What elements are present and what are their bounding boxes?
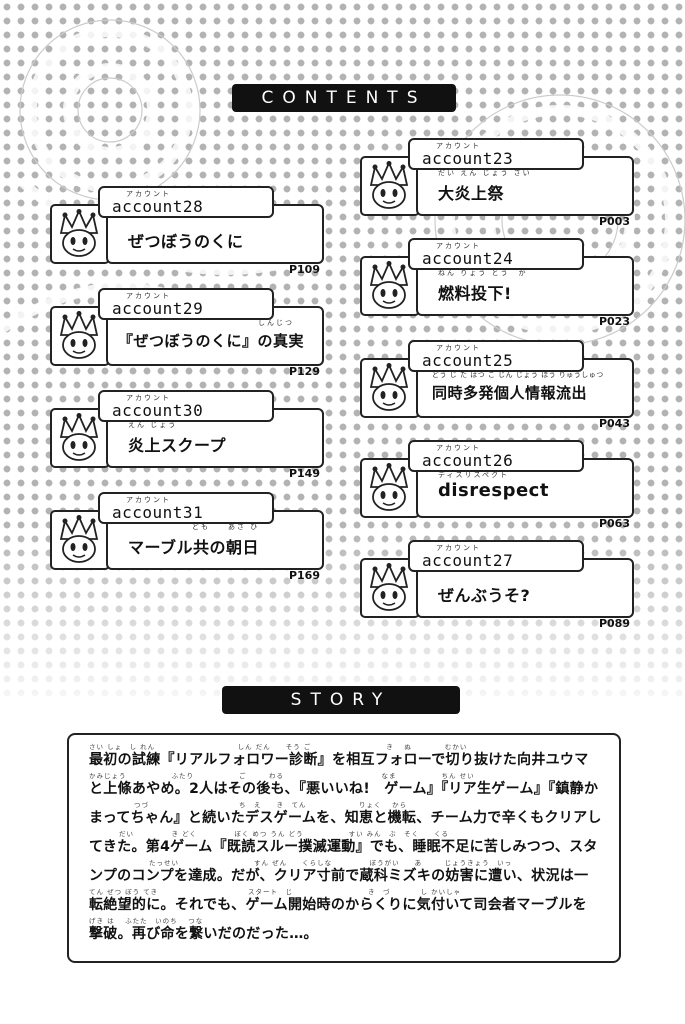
toc-entry-account24[interactable]: ねん りょう とう か 燃料投下! アカウント account24 P023 (360, 238, 634, 328)
chapter-title: 大炎上祭 (438, 184, 505, 203)
page-number: P109 (288, 263, 320, 276)
title-ruby: だい えん じょう さい (438, 169, 532, 177)
page-number: P063 (598, 517, 630, 530)
account-ruby: アカウント (126, 496, 171, 504)
toc-entry-account30[interactable]: えん じょう 炎上スクープ アカウント account30 P149 (50, 390, 324, 480)
account-ruby: アカウント (126, 394, 171, 402)
crown-icon-box (360, 558, 420, 618)
crown-mascot-icon (369, 363, 409, 411)
account-ruby: アカウント (436, 242, 481, 250)
chapter-title: ぜつぼうのくに (128, 232, 244, 251)
story-ruby: だい き どく ぼく めつ うん どう すい みん ぶ そく くる (89, 830, 450, 838)
crown-mascot-icon (369, 563, 409, 611)
crown-icon-box (50, 408, 110, 468)
title-ruby: ども あさ ひ (192, 523, 260, 531)
account-tab: アカウント account23 (408, 138, 584, 170)
account-label: account27 (422, 551, 514, 570)
toc-entry-account31[interactable]: ども あさ ひ マーブル共の朝日 アカウント account31 P169 (50, 492, 324, 582)
account-label: account25 (422, 351, 514, 370)
account-tab: アカウント account31 (98, 492, 274, 524)
story-ruby: さい しょ し れん しん だん そう ご き ぬ むかい (89, 743, 468, 751)
chapter-title: マーブル共の朝日 (128, 538, 260, 557)
page-number: P043 (598, 417, 630, 430)
chapter-title: 炎上スクープ (128, 436, 227, 455)
toc-entry-account25[interactable]: どう じ た はつ こ じん じょう ほう りゅうしゅつ 同時多発個人情報流出 … (360, 340, 634, 430)
title-ruby: ねん りょう とう か (438, 269, 528, 277)
title-ruby: ディスリスペクト (438, 471, 510, 479)
title-ruby: しんじつ (258, 319, 294, 327)
contents-heading: CONTENTS (232, 84, 456, 112)
title-ruby: えん じょう (128, 421, 178, 429)
account-tab: アカウント account30 (98, 390, 274, 422)
account-ruby: アカウント (436, 142, 481, 150)
crown-mascot-icon (59, 209, 99, 257)
crown-mascot-icon (369, 161, 409, 209)
account-ruby: アカウント (126, 190, 171, 198)
story-line: 転絶望的に。それでも、ゲーム開始時のからくりに気付いて司会者マーブルを (89, 897, 587, 913)
account-tab: アカウント account29 (98, 288, 274, 320)
chapter-title: 『ぜつぼうのくに』の真実 (118, 332, 305, 350)
story-ruby: かみじょう ふたり ご わる なま ちん せい (89, 772, 475, 780)
account-label: account23 (422, 149, 514, 168)
chapter-title: ぜんぶうそ? (438, 586, 531, 605)
toc-entry-account26[interactable]: ディスリスペクト disrespect アカウント account26 P063 (360, 440, 634, 530)
toc-entry-account27[interactable]: ぜんぶうそ? アカウント account27 P089 (360, 540, 634, 630)
account-label: account28 (112, 197, 204, 216)
page-number: P003 (598, 215, 630, 228)
crown-icon-box (360, 156, 420, 216)
page-number: P149 (288, 467, 320, 480)
crown-mascot-icon (369, 261, 409, 309)
toc-entry-account23[interactable]: だい えん じょう さい 大炎上祭 アカウント account23 P003 (360, 138, 634, 228)
account-label: account29 (112, 299, 204, 318)
story-ruby: てん ぜつ ぼう てき スタート じ き づ し かいしゃ (89, 888, 462, 896)
story-synopsis-box: さい しょ し れん しん だん そう ご き ぬ むかい 最初の試練『リアルフ… (67, 733, 621, 963)
account-ruby: アカウント (436, 444, 481, 452)
account-tab: アカウント account28 (98, 186, 274, 218)
account-tab: アカウント account25 (408, 340, 584, 372)
account-label: account26 (422, 451, 514, 470)
story-line: まってちゃん』と続いたデスゲームを、知恵と機転、チーム力で辛くもクリアし (89, 810, 602, 826)
story-line: 撃破。再び命を繋いだのだった…。 (89, 926, 318, 942)
chapter-title: 同時多発個人情報流出 (432, 384, 588, 402)
account-label: account31 (112, 503, 204, 522)
page-number: P129 (288, 365, 320, 378)
account-ruby: アカウント (436, 344, 481, 352)
account-ruby: アカウント (436, 544, 481, 552)
story-line: ンプのコンプを達成。だが、クリア寸前で蔵科ミズキの妨害に遭い、状況は一 (89, 868, 589, 884)
story-heading: STORY (222, 686, 460, 714)
chapter-title: disrespect (438, 480, 549, 501)
story-line: 最初の試練『リアルフォロワー診断』を相互フォローで切り抜けた向井ユウマ (89, 752, 589, 768)
page-number: P089 (598, 617, 630, 630)
story-ruby: つづ ち え き てん りょく から (89, 801, 408, 809)
toc-entry-account29[interactable]: しんじつ 『ぜつぼうのくに』の真実 アカウント account29 P129 (50, 288, 324, 378)
crown-mascot-icon (369, 463, 409, 511)
account-tab: アカウント account24 (408, 238, 584, 270)
account-label: account24 (422, 249, 514, 268)
account-tab: アカウント account27 (408, 540, 584, 572)
chapter-title: 燃料投下! (438, 284, 512, 303)
crown-mascot-icon (59, 413, 99, 461)
crown-mascot-icon (59, 515, 99, 563)
story-line: てきた。第4ゲーム『既読スルー撲滅運動』でも、睡眠不足に苦しみつつ、スタ (89, 839, 598, 855)
toc-entry-account28[interactable]: ぜつぼうのくに アカウント account28 P109 (50, 186, 324, 276)
page-number: P023 (598, 315, 630, 328)
title-ruby: どう じ た はつ こ じん じょう ほう りゅうしゅつ (432, 371, 604, 379)
page-number: P169 (288, 569, 320, 582)
crown-mascot-icon (59, 311, 99, 359)
story-ruby: げき は ふたた いのち つな (89, 917, 204, 925)
account-ruby: アカウント (126, 292, 171, 300)
story-ruby: たっせい すん ぜん くらしな ぼうがい あ じょうきょう いっ (89, 859, 513, 867)
story-line: と上條あやめ。2人はその後も、『悪いいね! ゲーム』『リア生ゲーム』『鎮静か (89, 781, 599, 797)
account-label: account30 (112, 401, 204, 420)
account-tab: アカウント account26 (408, 440, 584, 472)
